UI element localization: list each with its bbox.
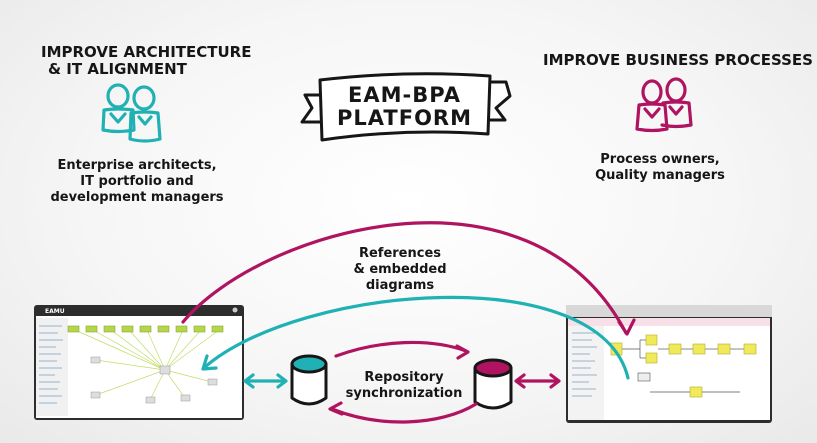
references-line3: diagrams xyxy=(365,278,435,293)
database-teal-icon xyxy=(290,354,328,406)
eam-logo-text: EAMU xyxy=(45,308,65,315)
left-title-line1: IMPROVE ARCHITECTURE xyxy=(41,43,252,61)
right-title: IMPROVE BUSINESS PROCESSES xyxy=(543,51,813,69)
left-desc-line1: Enterprise architects, xyxy=(57,158,217,173)
magenta-arrows xyxy=(181,221,636,424)
teal-arrows xyxy=(201,295,630,389)
people-magenta-icon xyxy=(635,77,693,133)
right-desc-line2: Quality managers xyxy=(595,168,725,183)
banner-line2: PLATFORM xyxy=(337,106,472,130)
sync-line2: synchronization xyxy=(345,386,463,401)
left-desc-line2: IT portfolio and xyxy=(80,174,194,189)
references-line2: & embedded xyxy=(353,262,447,277)
database-magenta-icon xyxy=(473,358,513,410)
sync-line1: Repository xyxy=(364,370,444,385)
platform-banner xyxy=(300,72,512,142)
eam-tool-screenshot: EAMU xyxy=(34,305,244,420)
left-title-line2: & IT ALIGNMENT xyxy=(48,60,187,78)
people-teal-icon xyxy=(101,83,162,143)
right-desc-line1: Process owners, xyxy=(600,152,720,167)
banner-line1: EAM-BPA xyxy=(348,83,461,107)
references-line1: References xyxy=(358,246,442,261)
left-desc-line3: development managers xyxy=(50,190,224,205)
bpa-tool-screenshot xyxy=(566,305,772,423)
